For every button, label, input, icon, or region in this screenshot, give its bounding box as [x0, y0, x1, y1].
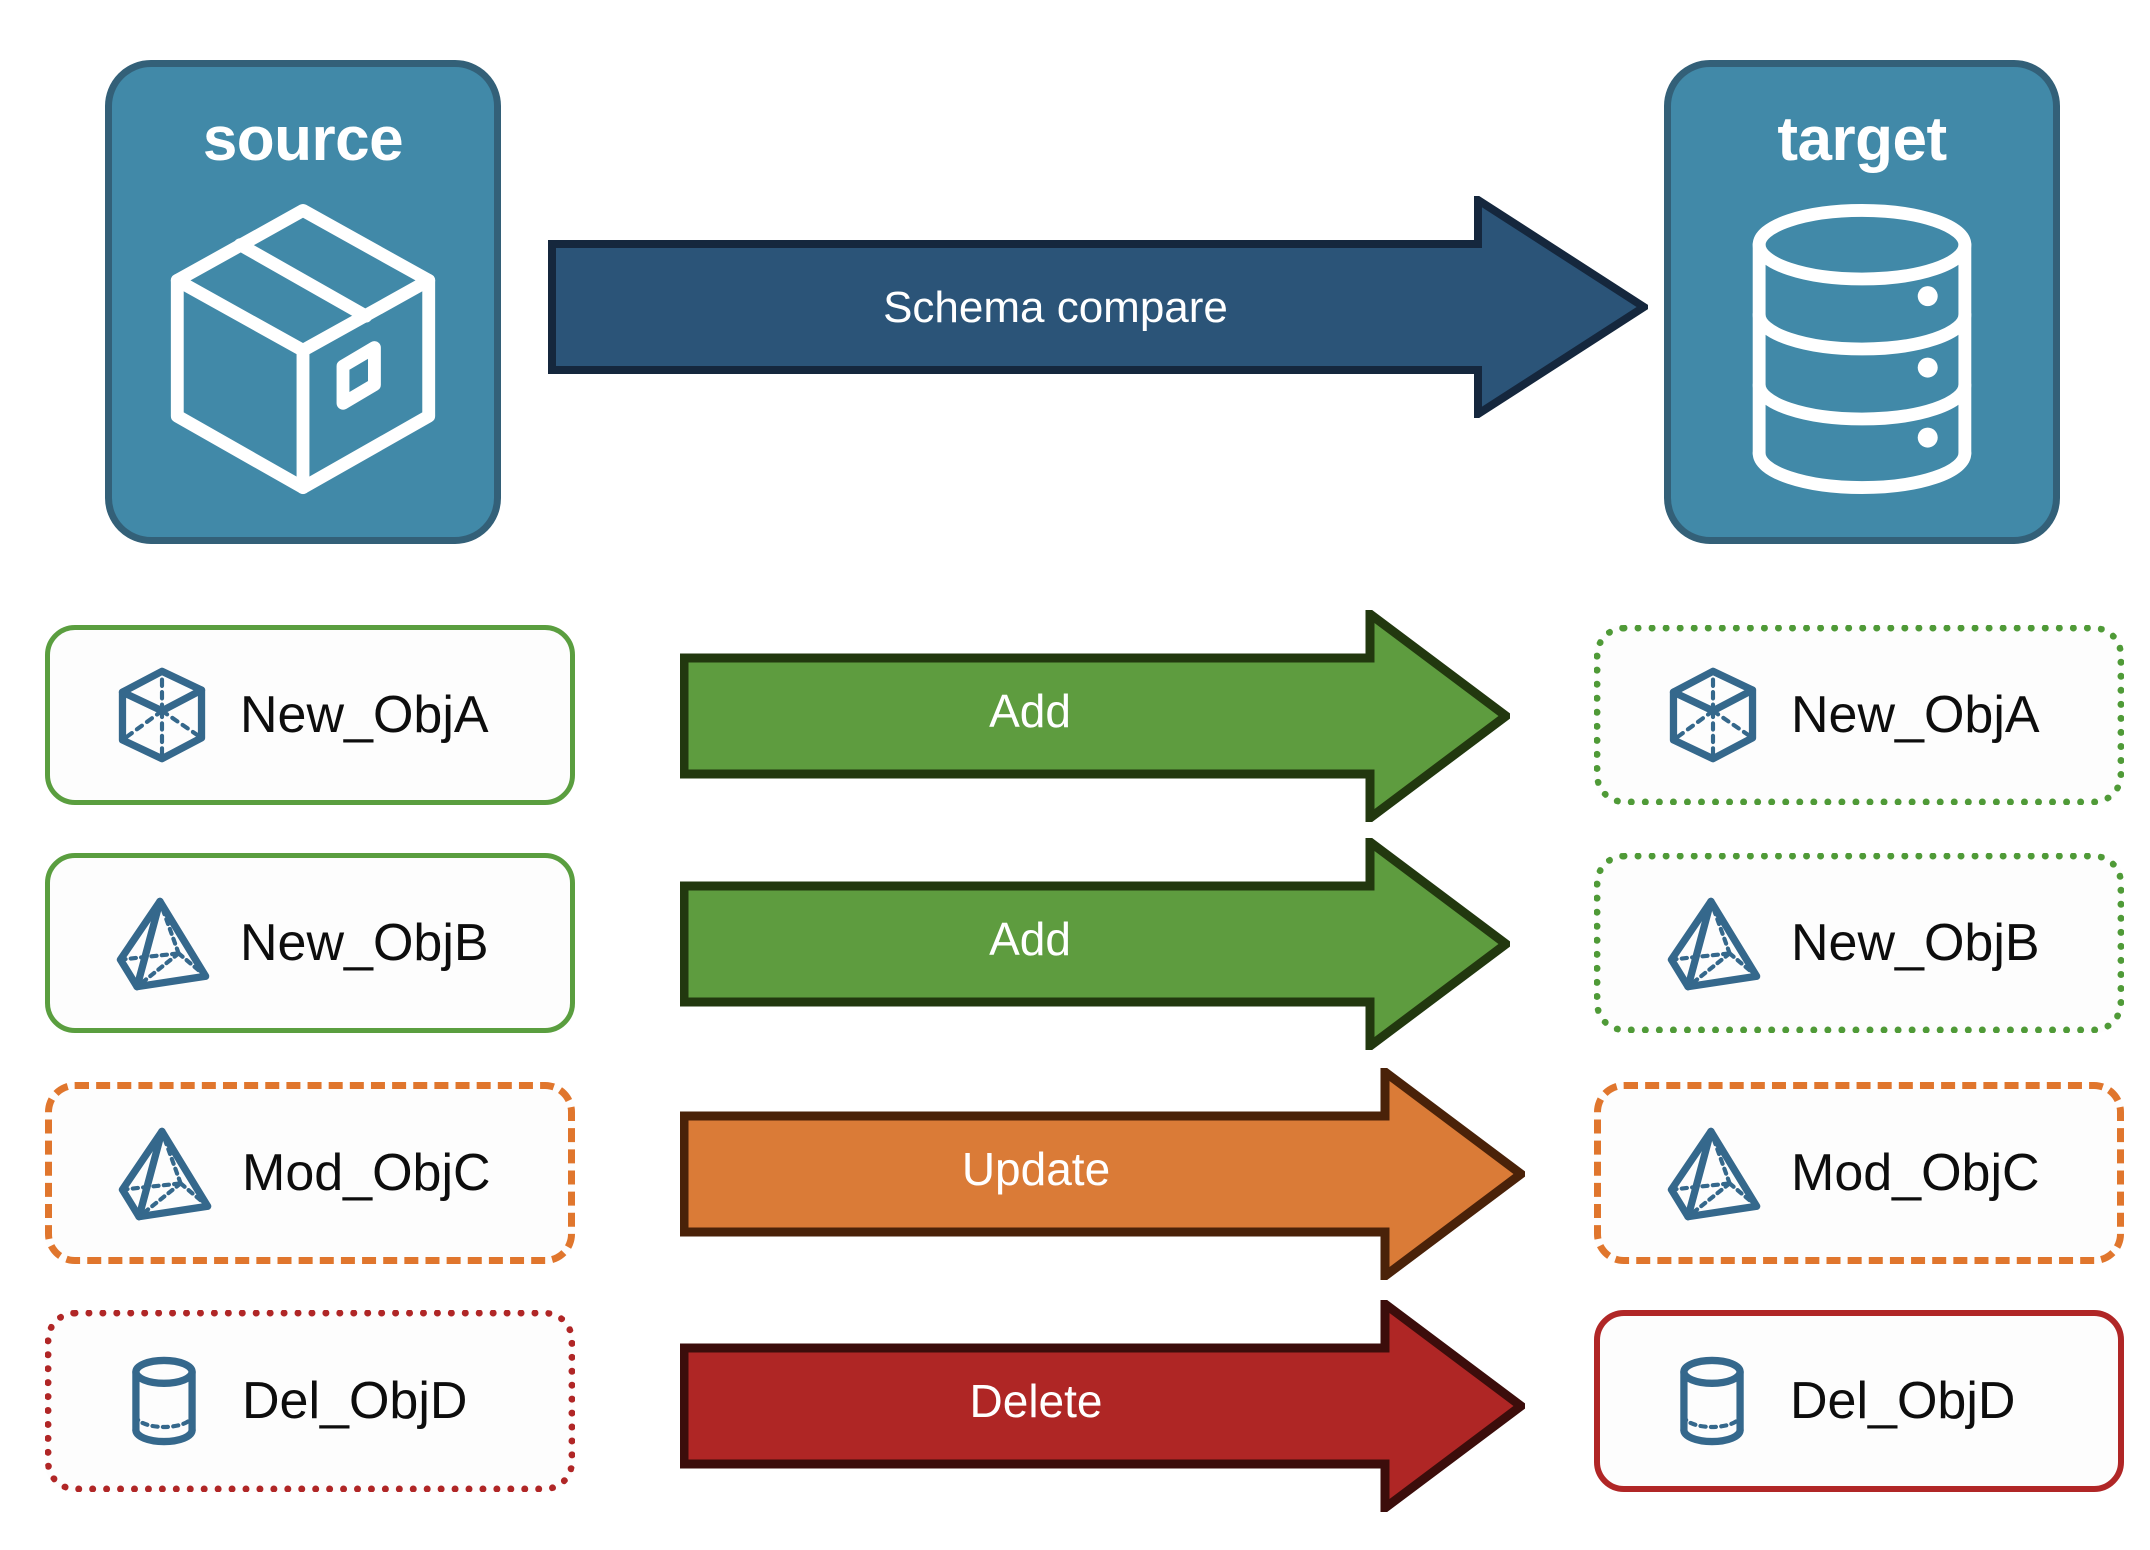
wireframe-cylinder-icon [1660, 1349, 1764, 1453]
target-object-label-0: New_ObjA [1791, 686, 2040, 744]
source-title: source [202, 105, 404, 174]
wireframe-cylinder-icon [112, 1349, 216, 1453]
action-arrow-update[interactable] [680, 1068, 1525, 1280]
wireframe-cube-icon [1661, 663, 1765, 767]
wireframe-pyramid-icon [112, 1121, 216, 1225]
source-object-card-1[interactable]: New_ObjB [45, 853, 575, 1033]
action-arrow-label-0: Add [989, 685, 1071, 737]
target-object-label-3: Del_ObjD [1790, 1372, 2016, 1430]
source-object-label-3: Del_ObjD [242, 1372, 468, 1430]
wireframe-pyramid-icon [110, 891, 214, 995]
target-object-card-0[interactable]: New_ObjA [1594, 625, 2124, 805]
source-object-label-2: Mod_ObjC [242, 1144, 491, 1202]
action-arrow-label-3: Delete [969, 1375, 1103, 1427]
action-arrow-label-2: Update [961, 1143, 1111, 1195]
target-endpoint-card[interactable]: target [1664, 60, 2060, 544]
target-object-label-1: New_ObjB [1791, 914, 2040, 972]
source-object-card-2[interactable]: Mod_ObjC [45, 1082, 575, 1264]
action-arrow-delete[interactable] [680, 1300, 1525, 1512]
target-object-card-1[interactable]: New_ObjB [1594, 853, 2124, 1033]
source-object-label-0: New_ObjA [240, 686, 489, 744]
schema-compare-arrow-label: Schema compare [883, 283, 1228, 332]
schema-compare-arrow[interactable] [548, 196, 1648, 418]
source-object-label-1: New_ObjB [240, 914, 489, 972]
source-endpoint-card[interactable]: source [105, 60, 501, 544]
wireframe-pyramid-icon [1661, 1121, 1765, 1225]
wireframe-cube-icon [110, 663, 214, 767]
target-object-card-3[interactable]: Del_ObjD [1594, 1310, 2124, 1492]
database-cylinder-icon [1717, 199, 2007, 499]
action-arrow-add-1[interactable] [680, 838, 1510, 1050]
target-object-card-2[interactable]: Mod_ObjC [1594, 1082, 2124, 1264]
action-arrow-label-1: Add [989, 913, 1071, 965]
source-object-card-0[interactable]: New_ObjA [45, 625, 575, 805]
target-title: target [1777, 105, 1947, 174]
target-object-label-2: Mod_ObjC [1791, 1144, 2040, 1202]
package-box-icon [158, 199, 448, 499]
source-object-card-3[interactable]: Del_ObjD [45, 1310, 575, 1492]
wireframe-pyramid-icon [1661, 891, 1765, 995]
action-arrow-add-0[interactable] [680, 610, 1510, 822]
